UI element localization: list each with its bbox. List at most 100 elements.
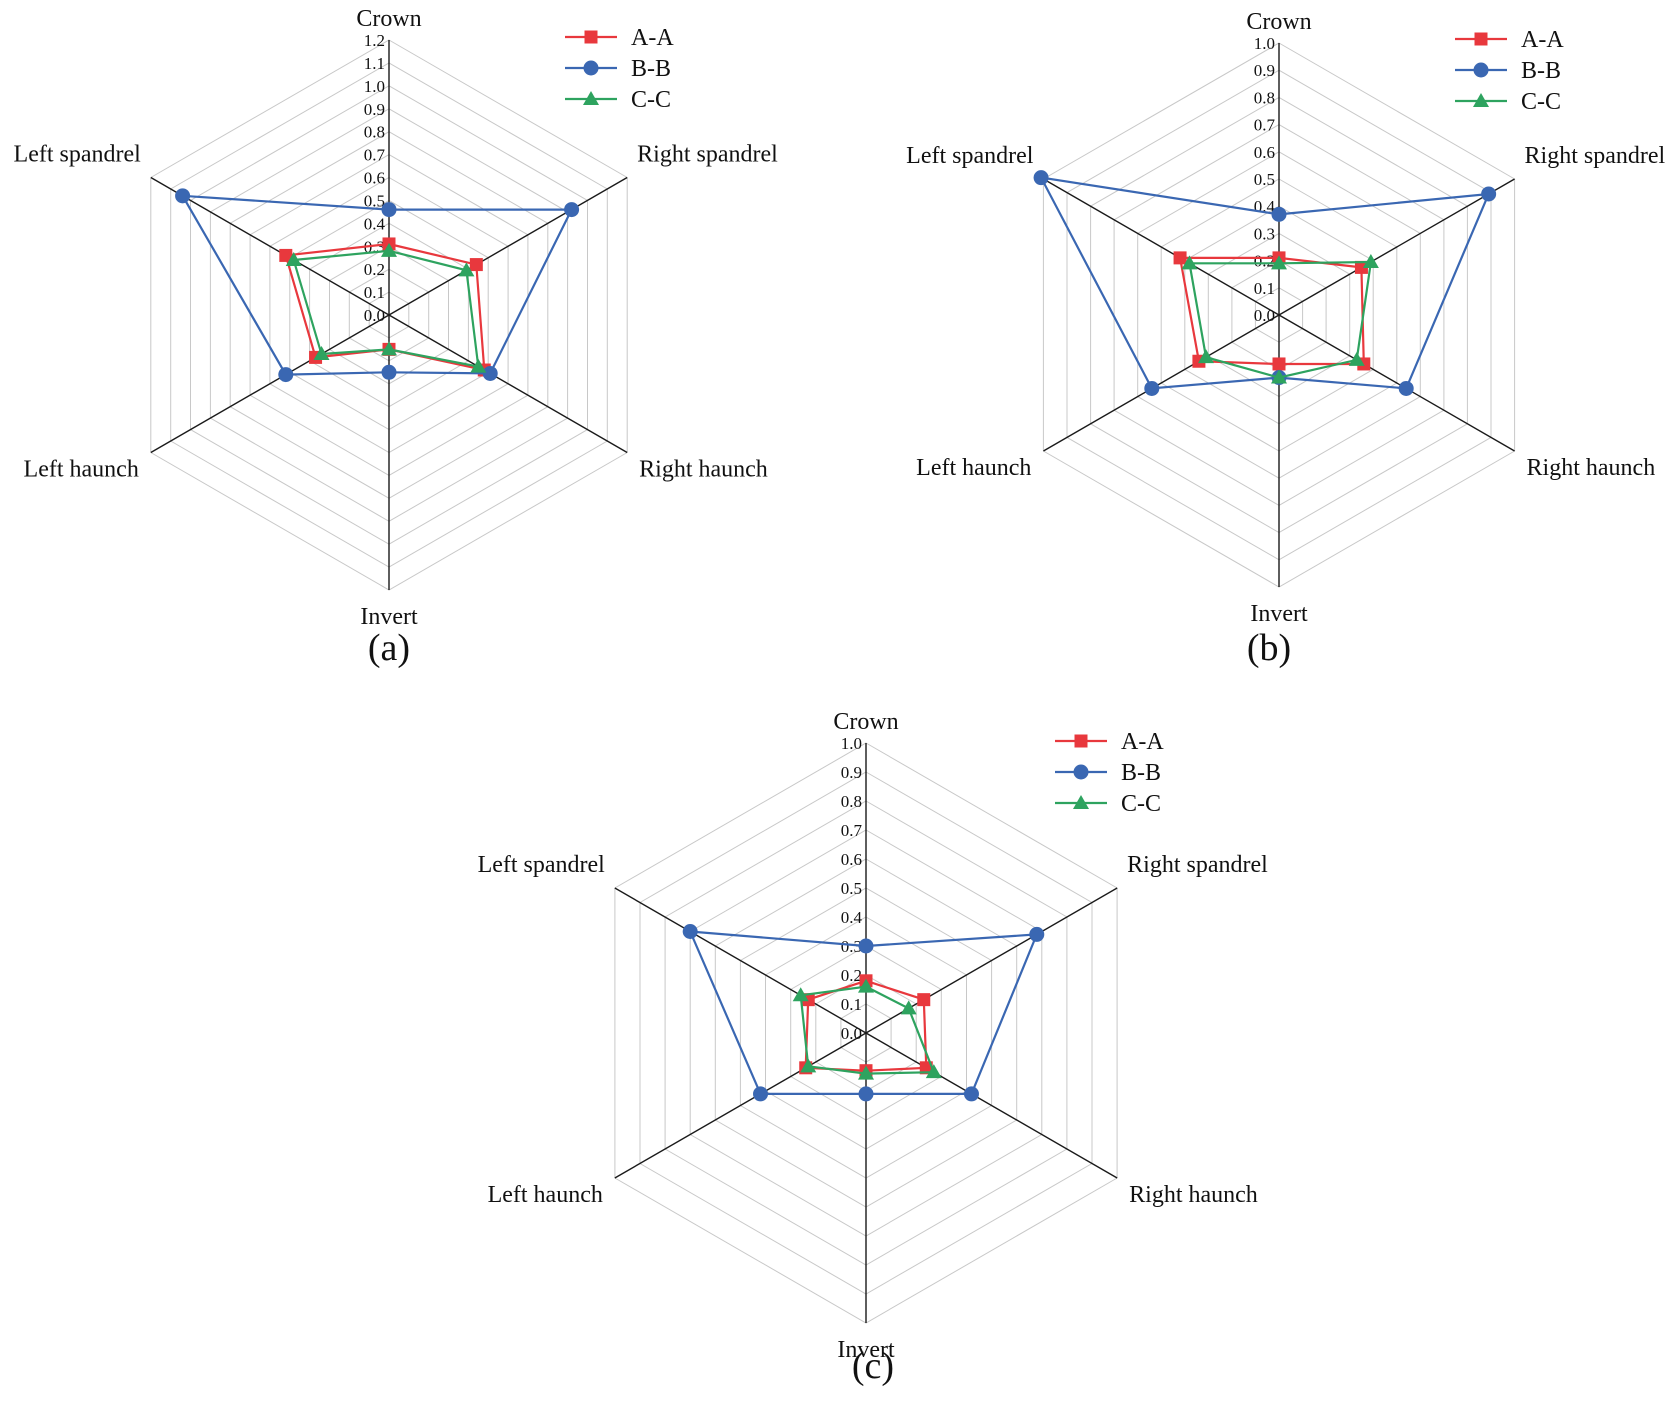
data-point: [925, 1064, 942, 1079]
tick-label: 0.5: [841, 879, 862, 898]
data-point: [285, 252, 302, 266]
legend-marker: [583, 60, 599, 76]
data-point: [469, 258, 483, 272]
axis-label: Invert: [837, 1337, 895, 1363]
tick-label: 0.8: [1254, 88, 1275, 107]
data-point: [175, 188, 191, 204]
panel-label: (a): [368, 627, 410, 669]
data-point: [1348, 351, 1365, 366]
data-point: [470, 358, 487, 373]
axis-label: Left spandrel: [906, 143, 1034, 169]
axis-label: Left haunch: [916, 455, 1031, 481]
axis-label: Right spandrel: [1127, 852, 1268, 878]
tick-label: 0.3: [1254, 224, 1275, 243]
radar-grid: [614, 742, 1118, 1324]
data-point: [381, 341, 397, 356]
tick-label: 0.2: [1254, 252, 1275, 271]
axis-spoke: [1043, 178, 1280, 316]
axis-label: Right haunch: [1129, 1182, 1258, 1208]
tick-label: 1.0: [841, 734, 862, 753]
data-point: [1181, 255, 1198, 270]
data-point: [1481, 186, 1497, 202]
axis-label: Left spandrel: [478, 852, 606, 878]
legend-label: C-C: [1521, 89, 1561, 115]
axis-spoke: [388, 176, 628, 316]
legend: A-AB-BC-C: [1055, 729, 1164, 817]
axis-spoke: [1278, 314, 1515, 452]
legend-label: A-A: [1521, 27, 1564, 53]
radar-chart-a: 0.00.10.20.30.40.50.60.70.80.91.01.11.2C…: [14, 6, 779, 669]
tick-label: 0.1: [1254, 279, 1275, 298]
legend-label: B-B: [1521, 58, 1561, 84]
tick-label: 1.2: [364, 31, 385, 50]
data-point: [278, 367, 294, 383]
axis-label: Crown: [833, 709, 898, 735]
legend-marker: [1074, 734, 1088, 748]
tick-label: 0.0: [841, 1024, 862, 1043]
tick-label: 0.4: [841, 908, 863, 927]
axis-label: Right spandrel: [1525, 143, 1666, 169]
data-point: [1029, 926, 1045, 942]
legend-label: B-B: [631, 56, 671, 82]
legend: A-AB-BC-C: [565, 25, 674, 113]
axis-label: Right haunch: [639, 457, 768, 483]
tick-label: 0.1: [364, 283, 385, 302]
data-point: [1173, 251, 1187, 265]
legend-marker: [583, 91, 599, 105]
axis-spoke: [1278, 178, 1515, 316]
legend-marker: [584, 30, 598, 44]
tick-label: 0.2: [841, 966, 862, 985]
data-point: [1362, 253, 1379, 268]
data-point: [1033, 170, 1049, 186]
radar-chart-c: 0.00.10.20.30.40.50.60.70.80.91.0CrownRi…: [478, 709, 1269, 1387]
tick-label: 0.0: [364, 306, 385, 325]
data-point: [1271, 369, 1287, 384]
tick-label: 0.4: [364, 214, 386, 233]
data-point: [858, 938, 874, 954]
radar-grid: [150, 39, 628, 591]
data-point: [1197, 349, 1214, 364]
legend-marker: [1473, 93, 1489, 107]
tick-label: 0.9: [1254, 61, 1275, 80]
tick-label: 1.1: [364, 54, 385, 73]
data-point: [313, 345, 330, 360]
data-point: [1354, 260, 1368, 274]
axis-spoke: [614, 887, 867, 1034]
axis-spoke: [150, 176, 390, 316]
data-point: [753, 1086, 769, 1102]
legend-label: A-A: [1121, 729, 1164, 755]
series-b-b: [682, 924, 1045, 1102]
axis-label: Left spandrel: [14, 142, 142, 168]
data-point: [858, 1086, 874, 1102]
legend-marker: [1473, 62, 1489, 78]
data-point: [381, 364, 397, 380]
axis-label: Left haunch: [488, 1182, 603, 1208]
legend-label: C-C: [631, 87, 671, 113]
legend-marker: [1073, 795, 1089, 809]
panel-label: (c): [852, 1345, 894, 1387]
axis-label: Right haunch: [1527, 455, 1656, 481]
data-point: [482, 365, 498, 381]
tick-label: 0.8: [364, 123, 385, 142]
tick-label: 0.6: [364, 169, 385, 188]
tick-label: 0.1: [841, 995, 862, 1014]
tick-label: 0.7: [1254, 116, 1276, 135]
data-point: [381, 202, 397, 218]
radar-chart-b: 0.00.10.20.30.40.50.60.70.80.91.0CrownRi…: [906, 9, 1665, 669]
axis-label: Right spandrel: [637, 142, 778, 168]
data-point: [1271, 255, 1287, 270]
tick-label: 0.0: [1254, 306, 1275, 325]
data-point: [1144, 380, 1160, 396]
tick-label: 1.0: [364, 77, 385, 96]
series-c-c: [285, 242, 487, 373]
axis-spoke: [388, 314, 628, 454]
tick-label: 0.6: [1254, 143, 1275, 162]
axis-label: Invert: [1250, 601, 1308, 627]
tick-label: 0.5: [364, 191, 385, 210]
tick-label: 0.5: [1254, 170, 1275, 189]
axis-spoke: [150, 314, 390, 454]
axis-spoke: [614, 1032, 867, 1179]
axis-label: Left haunch: [24, 457, 139, 483]
data-point: [963, 1086, 979, 1102]
